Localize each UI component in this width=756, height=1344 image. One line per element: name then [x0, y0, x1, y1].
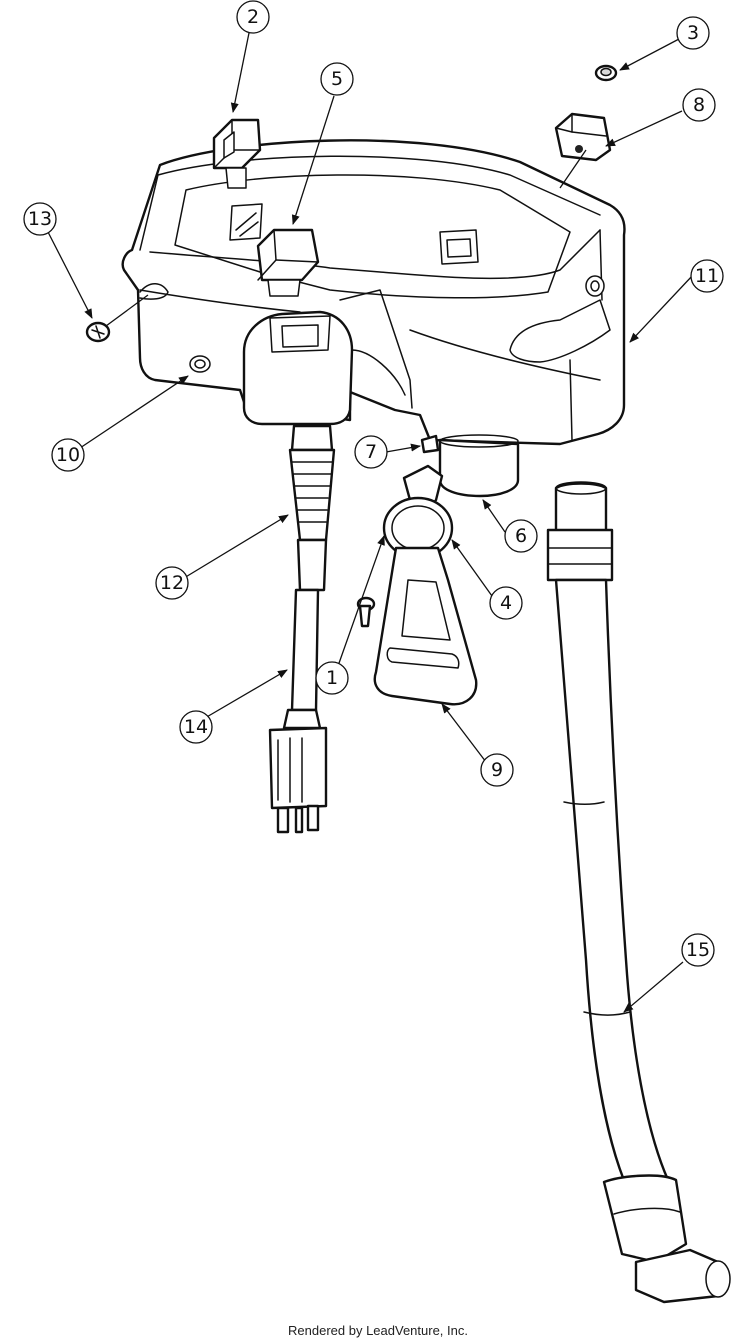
- callout-label-15: 15: [686, 939, 710, 961]
- callout-label-6: 6: [515, 525, 527, 547]
- screw-part-13: [85, 321, 111, 343]
- callout-label-8: 8: [693, 94, 705, 116]
- callout-label-2: 2: [247, 6, 259, 28]
- switch-part-5: [256, 228, 320, 297]
- callout-12: 12: [155, 566, 189, 600]
- callout-4: 4: [489, 586, 523, 620]
- callout-label-4: 4: [500, 592, 512, 614]
- callout-2: 2: [236, 0, 270, 34]
- callout-1: 1: [315, 661, 349, 695]
- nut-part-3: [594, 64, 618, 82]
- leader-lines: [47, 27, 694, 1013]
- callout-15: 15: [681, 933, 715, 967]
- clip-part-7: [420, 434, 440, 454]
- housing-part: [121, 139, 626, 498]
- callout-13: 13: [23, 202, 57, 236]
- callout-label-3: 3: [687, 22, 699, 44]
- callout-label-10: 10: [56, 444, 80, 466]
- callout-9: 9: [480, 753, 514, 787]
- callout-label-5: 5: [331, 68, 343, 90]
- callout-label-12: 12: [160, 572, 184, 594]
- callout-label-9: 9: [491, 759, 503, 781]
- callout-label-11: 11: [695, 265, 719, 287]
- callout-5: 5: [320, 62, 354, 96]
- callout-label-7: 7: [365, 441, 377, 463]
- callout-11: 11: [690, 259, 724, 293]
- switch-part-8: [554, 112, 612, 162]
- callout-8: 8: [682, 88, 716, 122]
- callout-10: 10: [51, 438, 85, 472]
- callout-label-1: 1: [326, 667, 338, 689]
- cord-part-12-14: [268, 424, 336, 834]
- callout-3: 3: [676, 16, 710, 50]
- switch-part-2: [212, 118, 262, 189]
- callout-14: 14: [179, 710, 213, 744]
- callout-label-14: 14: [184, 716, 208, 738]
- key-part-9: [373, 464, 478, 706]
- render-credit: Rendered by LeadVenture, Inc.: [288, 1323, 468, 1338]
- screw-part-1: [356, 596, 376, 628]
- callout-label-13: 13: [28, 208, 52, 230]
- callout-7: 7: [354, 435, 388, 469]
- callout-6: 6: [504, 519, 538, 553]
- hose-part-15: [546, 481, 731, 1304]
